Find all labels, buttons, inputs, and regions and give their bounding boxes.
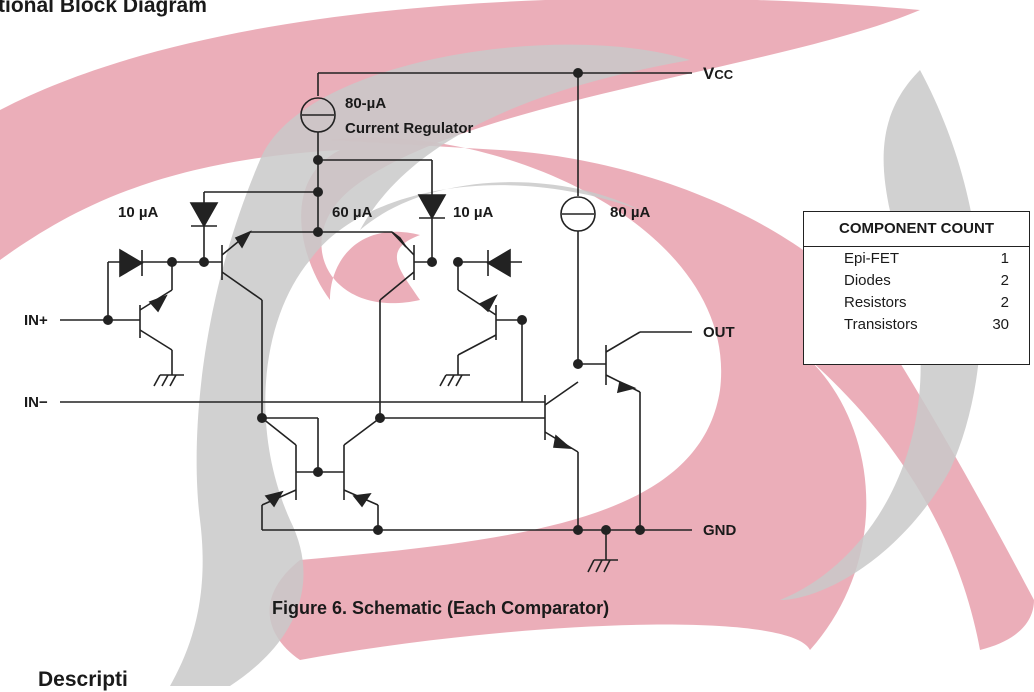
regulator-name-label: Current Regulator: [345, 120, 474, 137]
in-plus-label: IN+: [24, 312, 48, 329]
vcc-label: VCC: [703, 64, 734, 83]
current-label-60ua: 60 µA: [332, 204, 373, 221]
watermark-gray-swoosh: [170, 44, 690, 686]
diode-right-input: [486, 248, 511, 278]
table-row: Transistors 30: [844, 316, 1009, 333]
component-count-table: COMPONENT COUNT Epi-FET 1 Diodes 2 Resis…: [803, 211, 1030, 365]
regulator-value-label: 80-µA: [345, 95, 387, 112]
component-count-title: COMPONENT COUNT: [804, 212, 1029, 247]
table-row: Diodes 2: [844, 272, 1009, 289]
out-label: OUT: [703, 324, 735, 341]
diode-left-input: [119, 248, 144, 278]
current-label-80ua: 80 µA: [610, 204, 651, 221]
page-heading: tional Block Diagram: [0, 0, 207, 17]
table-row: Resistors 2: [844, 294, 1009, 311]
table-row: Epi-FET 1: [844, 250, 1009, 267]
section-heading: Descripti: [38, 668, 128, 691]
diode-10ua-left: [189, 202, 219, 228]
current-label-10ua-left: 10 µA: [118, 204, 159, 221]
current-label-10ua-right: 10 µA: [453, 204, 494, 221]
diode-10ua-right: [417, 194, 447, 220]
figure-caption: Figure 6. Schematic (Each Comparator): [272, 598, 610, 618]
watermark-red-swoosh-bottom: [269, 137, 1034, 660]
watermark-red-swoosh-top: [0, 0, 920, 304]
gnd-label: GND: [703, 522, 737, 539]
watermark-gray-swoosh-right: [780, 70, 982, 600]
in-minus-label: IN−: [24, 394, 48, 411]
